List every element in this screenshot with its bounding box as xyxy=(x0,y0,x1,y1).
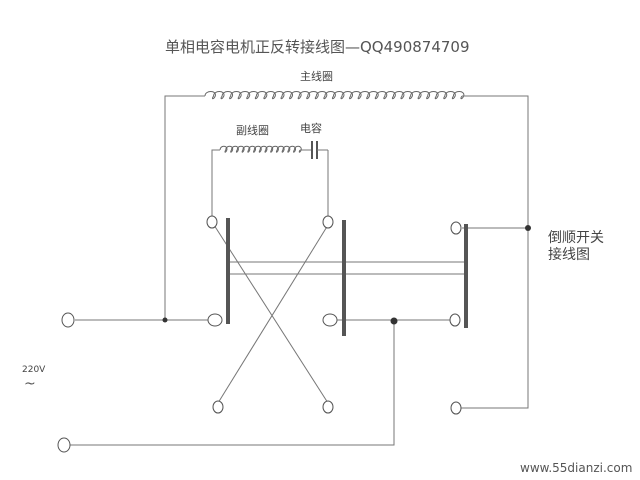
diagram-title: 单相电容电机正反转接线图—QQ490874709 xyxy=(165,38,470,56)
aux-coil xyxy=(219,145,302,153)
watermark: www.55dianzi.com xyxy=(520,461,632,475)
ac-symbol: ~ xyxy=(24,376,36,392)
switch-label-line2: 接线图 xyxy=(548,246,590,263)
capacitor-label: 电容 xyxy=(300,121,322,135)
voltage-label: 220V xyxy=(22,365,46,375)
aux-coil-label: 副线圈 xyxy=(236,123,269,137)
wires xyxy=(70,95,529,446)
capacitor-symbol xyxy=(300,141,328,159)
junction-dot xyxy=(525,225,531,231)
main-coil-label: 主线圈 xyxy=(300,69,333,83)
junction-dot xyxy=(162,317,168,323)
switch-label-line1: 倒顺开关 xyxy=(548,230,604,246)
junction-dot xyxy=(390,317,398,325)
main-coil xyxy=(204,91,465,100)
terminals xyxy=(57,215,462,453)
